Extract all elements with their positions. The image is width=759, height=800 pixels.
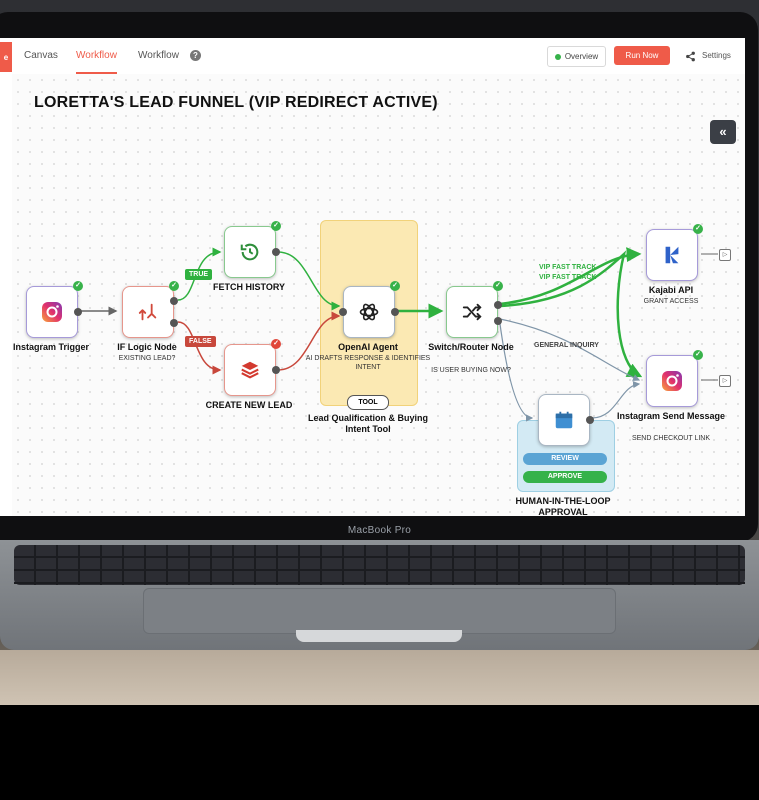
app-logo[interactable]: e [0,42,12,72]
end-node-icon[interactable]: ▷ [719,249,731,261]
database-icon [241,361,259,379]
keyboard-rows [14,545,745,585]
status-check-icon: ✓ [169,281,179,291]
edge-label-vip-2: VIP FAST TRACK [539,274,597,281]
app-window: e Canvas Workflow Workflow ? Overview Ru… [0,38,745,516]
page-title: LORETTA'S LEAD FUNNEL (VIP REDIRECT ACTI… [34,94,438,111]
node-sublabel: SEND CHECKOUT LINK [631,435,711,442]
status-check-icon: ✓ [390,281,400,291]
review-button[interactable]: REVIEW [523,453,607,465]
photo-scene: e Canvas Workflow Workflow ? Overview Ru… [0,0,759,705]
node-label: HUMAN-IN-THE-LOOP APPROVAL [515,496,611,516]
desk-surface [0,650,759,705]
edge-switch-instagram-vip [499,250,643,378]
tool-badge[interactable]: TOOL [347,395,389,410]
kajabi-icon [665,246,679,264]
output-port-2[interactable] [494,317,502,325]
instagram-icon [662,371,682,391]
output-port-true[interactable] [170,297,178,305]
node-create-lead[interactable]: ✓ [224,339,281,396]
edge-switch-hitl [499,323,534,422]
status-check-icon: ✓ [73,281,83,291]
workflow-canvas[interactable]: LORETTA'S LEAD FUNNEL (VIP REDIRECT ACTI… [12,74,745,516]
approve-button[interactable]: APPROVE [523,471,607,483]
output-port[interactable] [74,308,82,316]
node-switch-router[interactable]: ✓ [446,281,503,338]
node-label: Instagram Send Message [616,411,726,421]
output-port-1[interactable] [494,301,502,309]
edge-switch-kajabi [499,247,642,306]
instagram-icon [42,302,62,322]
input-port[interactable] [339,308,347,316]
run-now-button[interactable]: Run Now [614,46,670,65]
node-sublabel: EXISTING LEAD? [118,355,176,362]
output-port[interactable] [272,248,280,256]
tab-canvas[interactable]: Canvas [24,50,58,61]
node-human-in-the-loop[interactable] [538,394,594,446]
node-label: OpenAI Agent [338,342,398,352]
node-sublabel: AI DRAFTS RESPONSE & IDENTIFIES INTENT [305,355,431,371]
device-label: MacBook Pro [347,525,412,536]
branch-icon [138,303,157,321]
node-label: FETCH HISTORY [212,282,285,292]
trackpad [143,588,616,634]
node-label: Switch/Router Node [428,342,514,352]
overview-label: Overview [564,52,599,61]
status-check-icon: ✓ [693,224,703,234]
openai-icon [359,303,379,321]
calendar-icon [555,411,573,429]
node-instagram-send[interactable]: ✓ [646,350,703,407]
node-label: Kajabi API [648,285,694,295]
top-bar: Canvas Workflow Workflow ? Overview Run … [12,38,745,75]
edge-create-agent [277,311,341,371]
status-dot-icon [554,53,561,60]
edge-hitl-instagram [591,381,641,419]
settings-link[interactable]: Settings [702,51,731,60]
node-label: IF Logic Node [117,342,177,352]
node-sublabel: GRANT ACCESS [643,298,699,305]
tab-workflow[interactable]: Workflow [138,50,179,61]
output-port[interactable] [391,308,399,316]
output-port-false[interactable] [170,319,178,327]
overview-button[interactable]: Overview [547,46,606,67]
tab-workflow-active[interactable]: Workflow [76,38,117,74]
node-if-logic[interactable]: ✓ [122,281,179,338]
edge-label-vip-1: VIP FAST TRACK [539,264,597,271]
node-fetch-history[interactable]: ✓ [224,221,281,278]
status-check-icon: ✓ [693,350,703,360]
node-label: CREATE NEW LEAD [205,400,293,410]
history-icon [240,243,259,261]
shuffle-icon [462,303,482,321]
node-label: Instagram Trigger [12,342,90,352]
node-openai-agent[interactable]: ✓ [339,281,400,338]
hinge-notch [296,630,462,642]
edge-label-true: TRUE [185,269,213,280]
node-sublabel: IS USER BUYING NOW? [431,367,511,374]
output-port[interactable] [586,416,594,424]
end-node-icon[interactable]: ▷ [719,375,731,387]
share-icon[interactable] [685,51,696,65]
help-circle-icon[interactable]: ? [190,50,201,61]
edges-layer [80,247,718,422]
status-check-icon: ✓ [493,281,503,291]
output-port[interactable] [272,366,280,374]
edge-label-general: GENERAL INQUIRY [534,342,599,349]
edge-label-false: FALSE [185,336,216,347]
node-instagram-trigger[interactable]: ✓ [26,281,83,338]
collapse-panel-button[interactable]: « [710,120,736,144]
status-error-icon: ✓ [271,339,281,349]
node-kajabi-api[interactable]: ✓ [646,224,703,281]
status-check-icon: ✓ [271,221,281,231]
edge-switch-instagram-general [499,318,641,381]
edge-fetch-agent [277,251,341,311]
tool-label: Lead Qualification & Buying Intent Tool [307,413,428,434]
